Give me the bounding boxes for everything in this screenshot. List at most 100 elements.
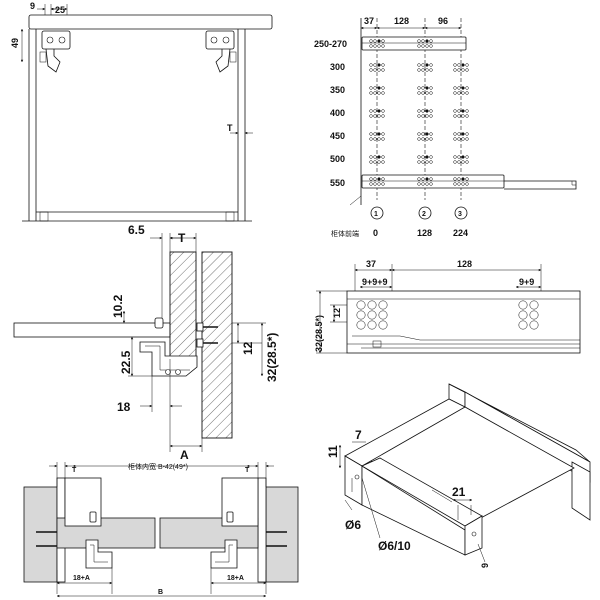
mounting-hole: [457, 63, 461, 67]
mounting-hole: [453, 91, 457, 95]
slide-side-view: 37 128 9+9+9 9+9 12 32(28.5*): [314, 259, 581, 354]
mounting-hole: [429, 109, 433, 113]
mounting-hole: [373, 132, 377, 136]
mounting-hole: [461, 114, 465, 118]
mounting-hole: [465, 91, 469, 95]
mounting-hole: [421, 182, 425, 186]
mounting-hole: [369, 39, 373, 43]
mounting-hole: [369, 91, 373, 95]
mounting-hole: [465, 160, 469, 164]
mounting-hole: [429, 68, 433, 72]
mounting-hole: [425, 155, 429, 159]
mounting-hole: [381, 132, 385, 136]
mounting-hole: [417, 160, 421, 164]
dim-128-side: 128: [457, 259, 472, 269]
mounting-hole: [429, 63, 433, 67]
mounting-hole: [461, 155, 465, 159]
mounting-hole: [356, 300, 366, 310]
mounting-hole: [453, 114, 457, 118]
mounting-hole: [429, 177, 433, 181]
mounting-hole: [425, 137, 429, 141]
dim-10-2: 10.2: [111, 294, 125, 318]
mounting-hole: [373, 68, 377, 72]
mounting-hole: [457, 109, 461, 113]
mounting-hole: [457, 114, 461, 118]
dim-t-elevation: T: [227, 123, 233, 133]
mounting-hole: [373, 114, 377, 118]
mounting-hole: [461, 182, 465, 186]
mounting-hole: [417, 114, 421, 118]
mounting-hole: [461, 160, 465, 164]
mounting-hole: [369, 109, 373, 113]
mounting-hole: [425, 86, 429, 90]
mounting-hole: [377, 132, 381, 136]
mounting-hole: [461, 109, 465, 113]
mounting-hole: [377, 39, 381, 43]
mounting-hole: [373, 109, 377, 113]
mounting-hole: [373, 44, 377, 48]
dim-t-section: T: [178, 231, 186, 245]
dim-32-side: 32(28.5*): [314, 315, 324, 352]
length-450: 450: [330, 131, 345, 141]
mounting-hole: [425, 44, 429, 48]
mounting-hole: [377, 86, 381, 90]
mounting-hole: [381, 44, 385, 48]
dim-32-section: 32(28.5*): [265, 333, 279, 382]
mounting-hole: [381, 39, 385, 43]
mounting-hole: [457, 160, 461, 164]
mounting-hole: [465, 109, 469, 113]
mounting-hole: [377, 114, 381, 118]
mounting-hole: [461, 63, 465, 67]
column-marker-2: 2: [422, 211, 426, 218]
mounting-hole: [429, 86, 433, 90]
mounting-hole: [457, 132, 461, 136]
length-350: 350: [330, 85, 345, 95]
hole-groups: [369, 39, 469, 186]
mounting-hole: [465, 68, 469, 72]
mounting-hole: [377, 137, 381, 141]
mounting-hole: [429, 160, 433, 164]
mounting-hole: [518, 320, 528, 330]
dim-37-chart: 37: [364, 16, 374, 26]
mounting-hole: [453, 109, 457, 113]
mounting-hole: [373, 91, 377, 95]
mounting-hole: [381, 114, 385, 118]
mounting-hole: [417, 63, 421, 67]
bottom-cabinet-sections: T T 柜体内宽 B-42(49*) 18+A 18+A B: [23, 462, 299, 598]
mounting-hole: [453, 182, 457, 186]
mounting-hole: [457, 177, 461, 181]
mounting-hole: [425, 160, 429, 164]
dim-128-chart: 128: [394, 16, 409, 26]
mounting-hole: [429, 44, 433, 48]
mounting-hole: [377, 177, 381, 181]
mounting-hole: [369, 182, 373, 186]
mounting-hole: [425, 177, 429, 181]
mounting-hole: [461, 86, 465, 90]
dim-18-a-right: 18+A: [227, 575, 244, 582]
dim-diam-6-10: Ø6/10: [378, 539, 411, 553]
mounting-hole: [369, 155, 373, 159]
mounting-hole: [377, 182, 381, 186]
mounting-hole: [429, 137, 433, 141]
mounting-hole: [529, 310, 539, 320]
dim-96-chart: 96: [438, 16, 448, 26]
mounting-hole: [465, 177, 469, 181]
drawer-isometric-view: 7 11 21 Ø6 Ø6/10 9: [326, 383, 591, 568]
mounting-hole: [453, 86, 457, 90]
mounting-hole: [457, 182, 461, 186]
column-marker-3: 3: [458, 211, 462, 218]
mounting-hole: [457, 91, 461, 95]
mounting-hole: [381, 137, 385, 141]
mounting-hole: [461, 68, 465, 72]
mounting-hole: [369, 132, 373, 136]
cross-section-view: 6.5 T 10.2 22.5 12 32(28.5*) 18 A: [13, 223, 279, 462]
mounting-hole: [381, 86, 385, 90]
side-hole-clusters: [356, 300, 539, 330]
mounting-hole: [425, 91, 429, 95]
mounting-hole: [367, 320, 377, 330]
mounting-hole: [421, 132, 425, 136]
mounting-hole: [378, 300, 388, 310]
length-400: 400: [330, 108, 345, 118]
mounting-hole: [425, 39, 429, 43]
mounting-hole: [417, 39, 421, 43]
